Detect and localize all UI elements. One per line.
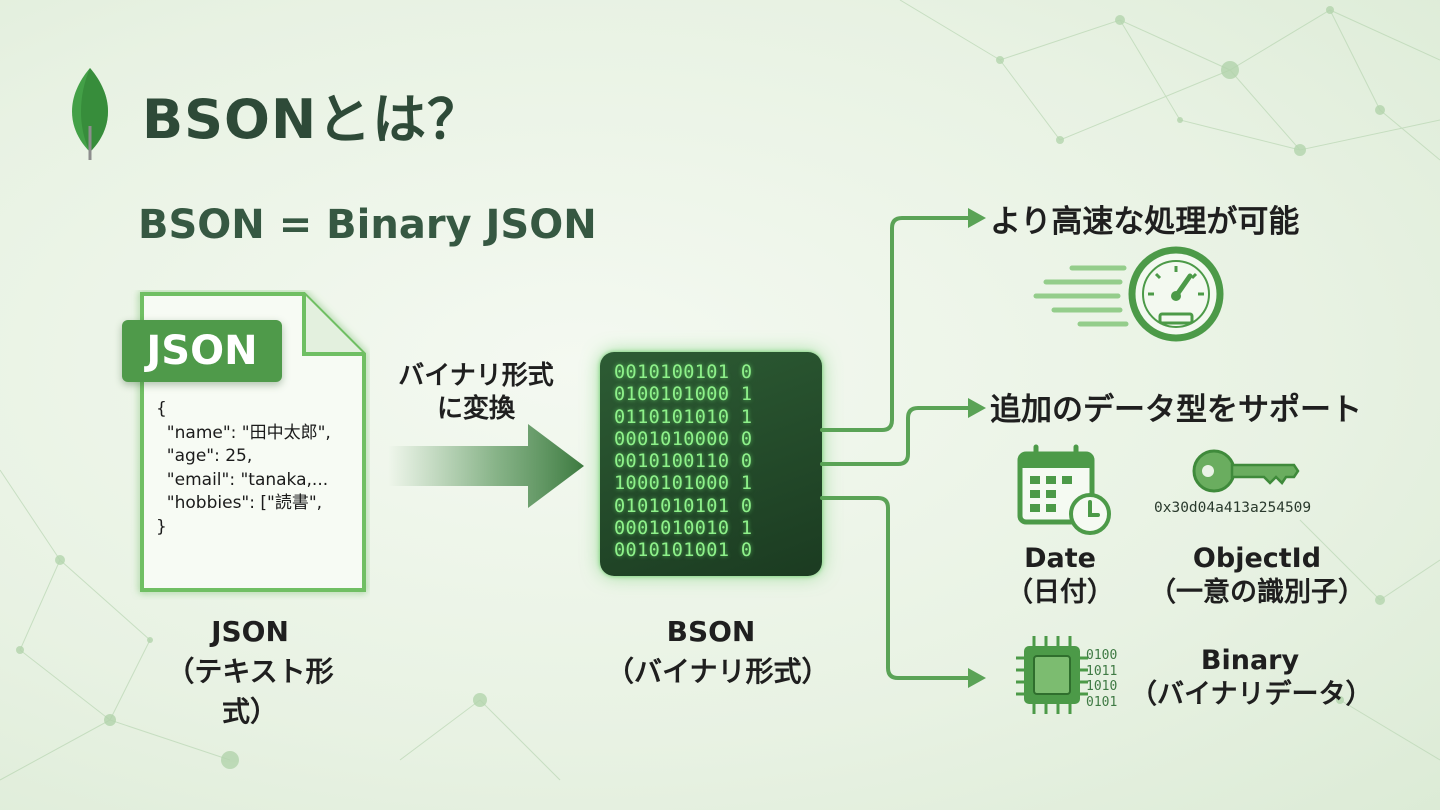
bson-caption-title: BSON	[666, 615, 756, 648]
objectid-type-name: ObjectId	[1192, 543, 1322, 574]
branch-arrows	[820, 208, 986, 688]
bson-binary-digits: 0010100101 0 0100101000 1 0110101010 1 0…	[614, 362, 753, 562]
speedometer-icon	[1033, 246, 1224, 342]
date-type-label: Date （日付）	[1000, 542, 1120, 610]
json-code-sample: { "name": "田中太郎", "age": 25, "email": "t…	[156, 399, 331, 537]
calendar-clock-icon	[1017, 444, 1111, 535]
key-icon	[1192, 449, 1300, 493]
conversion-arrow-icon	[388, 424, 584, 508]
objectid-type-desc: （一意の識別子）	[1149, 577, 1365, 608]
feature-types-title: 追加のデータ型をサポート	[990, 392, 1362, 428]
subtitle: BSON = Binary JSON	[138, 202, 597, 248]
bson-caption: BSON （バイナリ形式）	[606, 612, 830, 692]
date-type-desc: （日付）	[1006, 577, 1114, 608]
arrow-to-binary	[820, 496, 972, 680]
bson-binary-block	[600, 352, 822, 576]
leaf-logo-icon	[72, 68, 108, 160]
json-tag: JSON	[122, 320, 282, 382]
binary-type-label: Binary （バイナリデータ）	[1130, 644, 1373, 712]
arrow-to-types	[820, 406, 972, 466]
title-row: BSONとは？	[64, 66, 482, 162]
objectid-type-label: ObjectId （一意の識別子）	[1142, 542, 1372, 610]
date-type-name: Date	[1024, 543, 1096, 574]
binary-type-name: Binary	[1200, 645, 1300, 676]
page-title: BSONとは？	[142, 87, 483, 151]
json-caption: JSON （テキスト形式）	[150, 612, 350, 732]
conversion-label: バイナリ形式 に変換	[386, 360, 566, 426]
binary-digits: 0100 1011 1010 0101	[1086, 648, 1118, 710]
chip-icon	[1016, 636, 1088, 714]
arrow-to-speed	[820, 216, 972, 432]
binary-type-desc: （バイナリデータ）	[1130, 679, 1373, 710]
conversion-label-line2: に変換	[436, 394, 515, 424]
json-caption-title: JSON	[211, 615, 289, 648]
feature-speed-title: より高速な処理が可能	[990, 204, 1300, 240]
conversion-label-line1: バイナリ形式	[398, 361, 554, 391]
objectid-hex-value: 0x30d04a413a254509	[1154, 500, 1312, 516]
bson-caption-subtitle: （バイナリ形式）	[606, 655, 830, 688]
json-caption-subtitle: （テキスト形式）	[166, 655, 334, 728]
